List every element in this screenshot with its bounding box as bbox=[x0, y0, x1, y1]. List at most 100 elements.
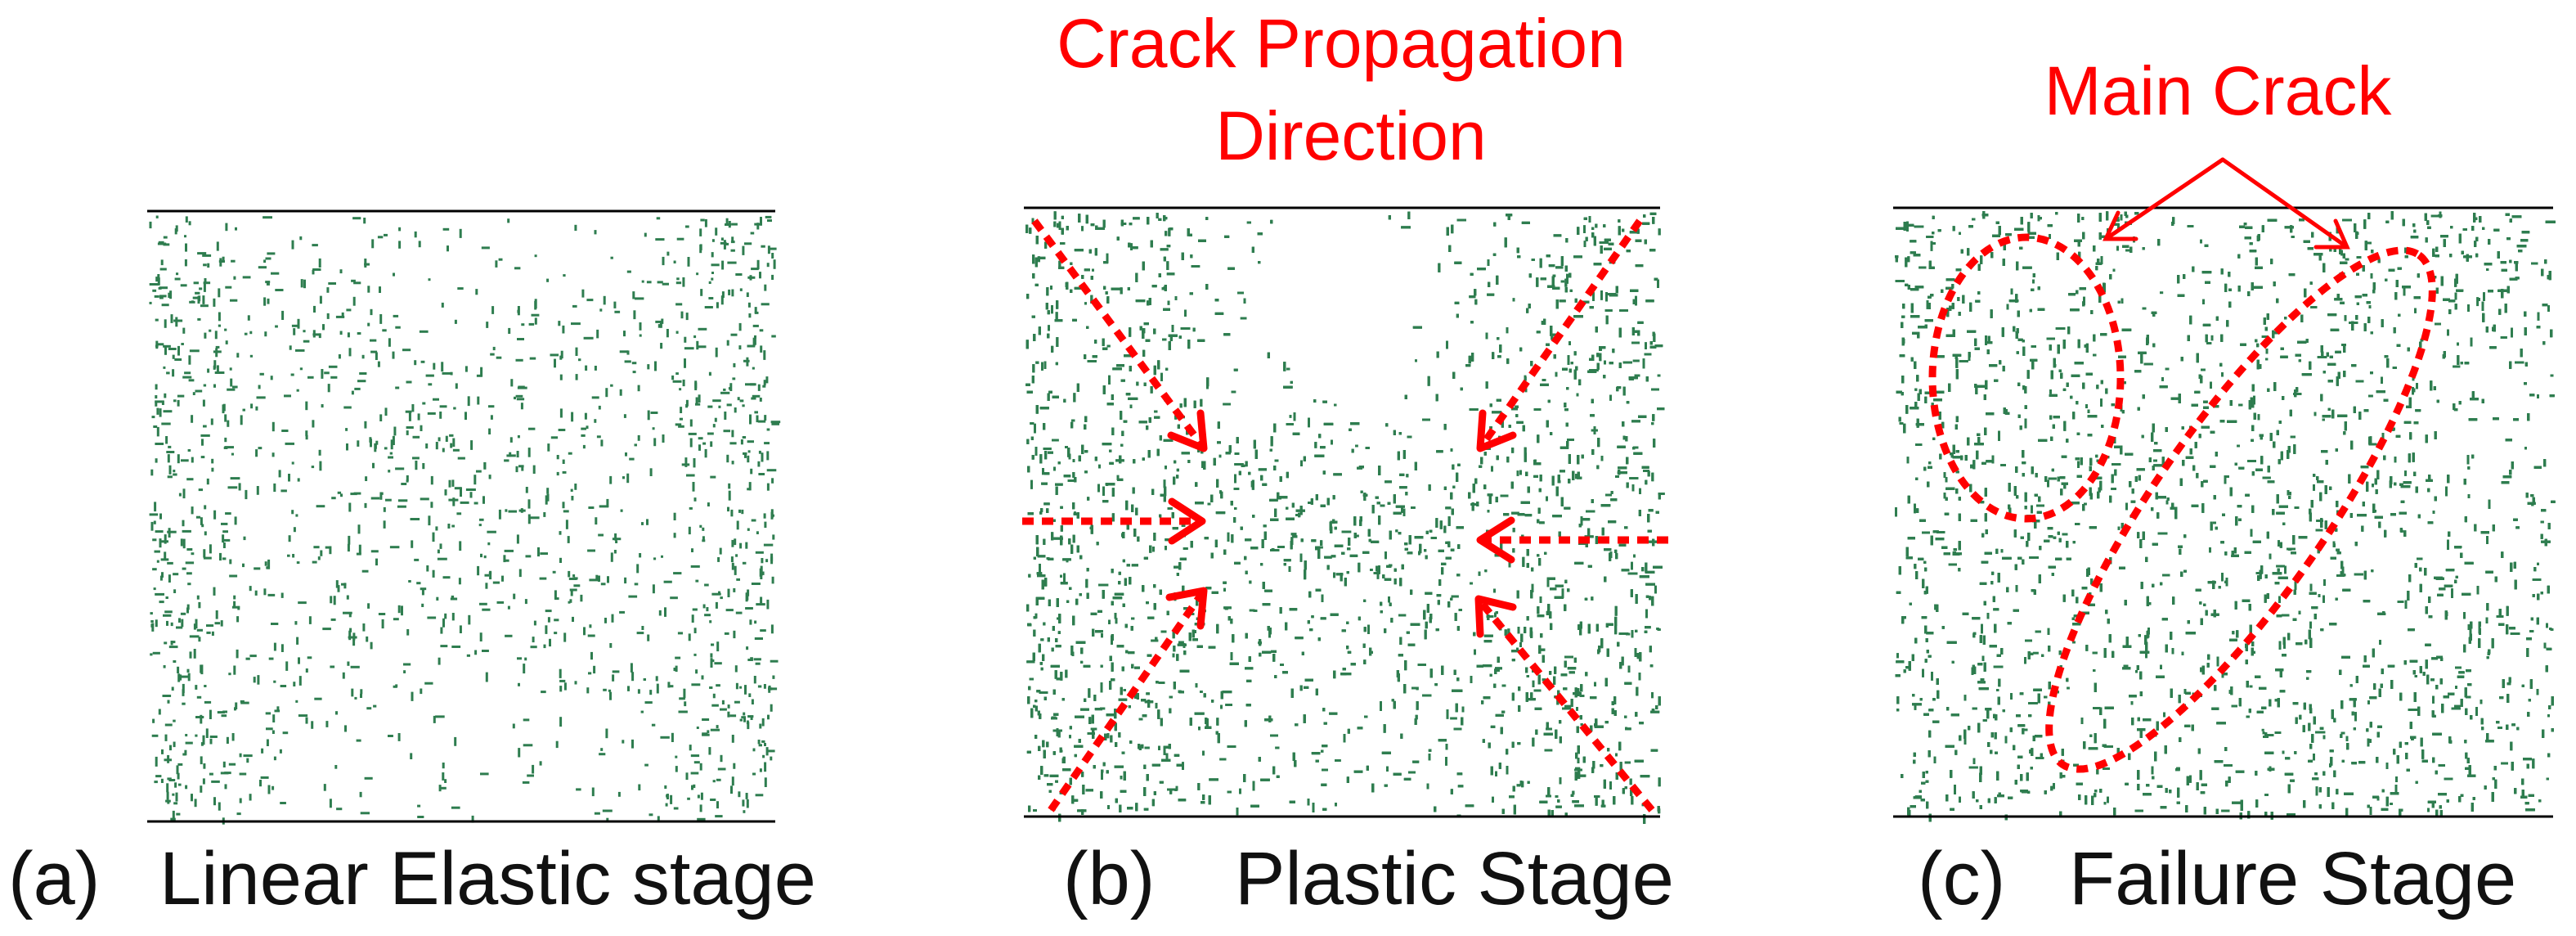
crack-segment-a bbox=[408, 411, 411, 421]
crack-segment-a bbox=[424, 682, 433, 685]
crack-segment-a bbox=[582, 444, 586, 449]
crack-segment-a bbox=[303, 340, 310, 343]
crack-segment-a bbox=[739, 399, 744, 403]
crack-segment-a bbox=[293, 527, 296, 533]
crack-segment-a bbox=[211, 467, 214, 472]
crack-segment-a bbox=[746, 292, 749, 297]
crack-segment-a bbox=[211, 631, 214, 636]
crack-segment-a bbox=[222, 530, 228, 533]
crack-segment-a bbox=[473, 502, 478, 505]
crack-segment-a bbox=[698, 437, 703, 440]
crack-segment-a bbox=[204, 505, 207, 510]
crack-segment-a bbox=[213, 365, 216, 370]
crack-segment-a bbox=[230, 477, 240, 480]
crack-segment-a bbox=[682, 277, 685, 287]
crack-segment-a bbox=[165, 436, 168, 444]
crack-segment-a bbox=[163, 410, 173, 413]
crack-segment-a bbox=[768, 687, 778, 691]
crack-segment-a bbox=[522, 781, 530, 784]
crack-segment-a bbox=[549, 638, 551, 647]
crack-segment-a bbox=[240, 415, 243, 425]
crack-segment-a bbox=[379, 286, 381, 293]
crack-segment-a bbox=[272, 714, 276, 722]
crack-segment-a bbox=[180, 612, 186, 615]
crack-segment-a bbox=[675, 281, 682, 285]
crack-segment-a bbox=[420, 688, 423, 695]
crack-segment-a bbox=[343, 583, 347, 589]
crack-segment-a bbox=[195, 716, 204, 718]
crack-segment-a bbox=[767, 219, 772, 223]
crack-segment-a bbox=[206, 631, 211, 634]
crack-segment-a bbox=[568, 578, 577, 580]
crack-segment-a bbox=[268, 657, 274, 660]
crack-segment-a bbox=[646, 519, 648, 525]
crack-segment-a bbox=[581, 289, 585, 298]
crack-segment-a bbox=[543, 512, 546, 517]
crack-segment-a bbox=[422, 463, 425, 470]
crack-segment-a bbox=[760, 345, 763, 353]
crack-segment-a bbox=[517, 386, 527, 389]
crack-segment-a bbox=[382, 329, 387, 332]
crack-segment-a bbox=[204, 278, 207, 282]
crack-segment-a bbox=[647, 364, 650, 370]
crack-segment-a bbox=[754, 637, 763, 640]
crack-segment-a bbox=[613, 550, 617, 554]
crack-segment-a bbox=[684, 347, 694, 350]
crack-segment-a bbox=[173, 719, 176, 722]
crack-segment-a bbox=[258, 266, 267, 269]
crack-segment-a bbox=[173, 319, 183, 322]
crack-segment-a bbox=[185, 561, 195, 565]
crack-segment-a bbox=[771, 478, 774, 484]
crack-segment-a bbox=[191, 794, 193, 802]
crack-segment-a bbox=[300, 279, 303, 288]
crack-segment-a bbox=[685, 404, 689, 408]
crack-segment-a bbox=[370, 439, 372, 448]
crack-segment-a bbox=[486, 322, 489, 328]
crack-segment-a bbox=[764, 762, 767, 772]
crack-segment-a bbox=[360, 693, 362, 698]
crack-segment-a bbox=[481, 246, 490, 250]
crack-segment-a bbox=[731, 539, 734, 547]
crack-segment-a bbox=[259, 780, 262, 787]
crack-segment-a bbox=[366, 636, 369, 642]
crack-segment-a bbox=[588, 672, 592, 675]
crack-segment-a bbox=[485, 583, 488, 589]
crack-segment-a bbox=[545, 495, 548, 505]
crack-segment-a bbox=[280, 644, 284, 652]
crack-segment-a bbox=[222, 761, 226, 767]
crack-segment-a bbox=[720, 237, 724, 241]
crack-segment-a bbox=[173, 473, 177, 476]
crack-segment-a bbox=[673, 512, 676, 520]
crack-segment-a bbox=[559, 408, 563, 418]
crack-segment-a bbox=[675, 331, 679, 334]
crack-segment-a bbox=[187, 583, 191, 586]
crack-segment-a bbox=[441, 302, 444, 308]
crack-segment-a bbox=[539, 761, 542, 766]
crack-segment-a bbox=[312, 268, 321, 271]
crack-segment-a bbox=[697, 794, 700, 799]
crack-segment-a bbox=[738, 791, 741, 798]
crack-segment-a bbox=[684, 701, 687, 707]
crack-segment-a bbox=[484, 574, 489, 577]
crack-segment-a bbox=[403, 670, 406, 673]
panel-b: Crack Propagation Direction (b) Plast bbox=[1022, 5, 1674, 920]
crack-segment-a bbox=[227, 486, 238, 489]
crack-segment-a bbox=[159, 286, 168, 290]
crack-segment-a bbox=[563, 274, 566, 277]
crack-segment-a bbox=[160, 558, 169, 561]
crack-segment-a bbox=[367, 603, 370, 609]
crack-segment-a bbox=[754, 311, 759, 314]
crack-segment-a bbox=[420, 497, 429, 501]
crack-segment-a bbox=[240, 701, 249, 704]
crack-segment-a bbox=[265, 257, 272, 260]
crack-segment-a bbox=[587, 549, 595, 552]
crack-segment-a bbox=[258, 385, 261, 389]
crack-segment-a bbox=[359, 372, 367, 375]
crack-segment-a bbox=[742, 561, 747, 565]
crack-segment-a bbox=[167, 475, 173, 479]
crack-segment-a bbox=[177, 772, 180, 780]
crack-segment-a bbox=[742, 436, 747, 439]
crack-segment-a bbox=[234, 516, 237, 525]
crack-segment-a bbox=[696, 727, 699, 729]
crack-segment-a bbox=[723, 430, 730, 433]
